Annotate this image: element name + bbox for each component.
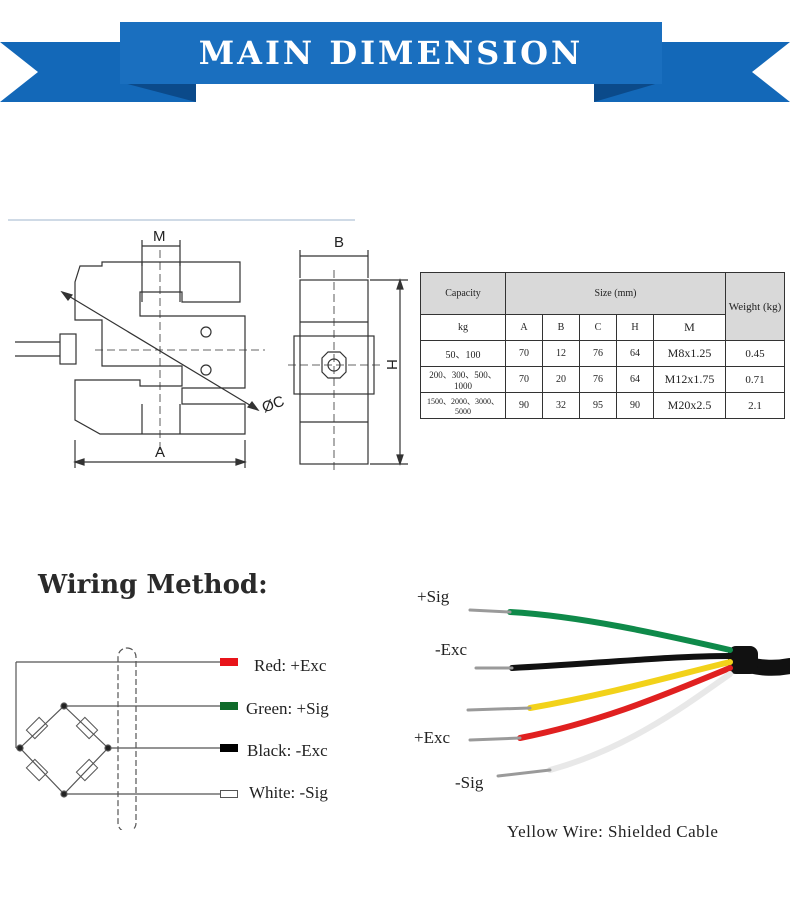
bridge-circuit bbox=[15, 647, 220, 833]
dimension-h-label: H bbox=[382, 359, 400, 370]
column-header-m: M bbox=[653, 314, 726, 341]
table-cell-capacity: 1500、2000、3000、5000 bbox=[420, 392, 506, 419]
table-cell: 90 bbox=[505, 392, 543, 419]
cable-wires-drawing bbox=[466, 608, 790, 778]
dimension-m-label: M bbox=[153, 228, 166, 245]
table-cell: 95 bbox=[579, 392, 617, 419]
white-wire-swatch bbox=[220, 790, 238, 798]
table-cell: 64 bbox=[616, 340, 654, 367]
shielded-cable-note: Yellow Wire: Shielded Cable bbox=[507, 822, 719, 841]
red-wire-label: Red: +Exc bbox=[254, 656, 327, 675]
black-wire-swatch bbox=[220, 744, 238, 752]
table-cell: 64 bbox=[616, 366, 654, 393]
wiring-method-heading: Wiring Method: bbox=[38, 570, 268, 600]
title-banner: MAIN DIMENSION bbox=[0, 0, 790, 110]
table-cell: 70 bbox=[505, 366, 543, 393]
table-cell: 90 bbox=[616, 392, 654, 419]
cable-label-minus-sig: -Sig bbox=[455, 773, 484, 792]
page-title: MAIN DIMENSION bbox=[120, 24, 662, 82]
size-header: Size (mm) bbox=[505, 272, 726, 315]
table-cell: 32 bbox=[542, 392, 580, 419]
column-header-h: H bbox=[616, 314, 654, 341]
table-cell: M20x2.5 bbox=[653, 392, 726, 419]
black-wire-label: Black: -Exc bbox=[247, 741, 328, 760]
cable-label-plus-exc: +Exc bbox=[414, 728, 451, 747]
column-header-b: B bbox=[542, 314, 580, 341]
table-cell: M12x1.75 bbox=[653, 366, 726, 393]
table-cell: M8x1.25 bbox=[653, 340, 726, 367]
capacity-header: Capacity bbox=[420, 272, 506, 315]
capacity-unit: kg bbox=[420, 314, 506, 341]
green-wire-swatch bbox=[220, 702, 238, 710]
table-cell: 76 bbox=[579, 366, 617, 393]
table-row: 50、100 70 12 76 64 M8x1.25 0.45 bbox=[420, 340, 785, 367]
s-type-load-cell-drawing bbox=[8, 219, 408, 472]
table-cell: 76 bbox=[579, 340, 617, 367]
table-cell: 20 bbox=[542, 366, 580, 393]
table-cell-weight: 0.45 bbox=[725, 340, 785, 367]
table-cell: 70 bbox=[505, 340, 543, 367]
column-header-a: A bbox=[505, 314, 543, 341]
table-row: 200、300、500、1000 70 20 76 64 M12x1.75 0.… bbox=[420, 366, 785, 393]
specification-table: Capacity Size (mm) Weight (kg) kg A B C … bbox=[420, 272, 785, 419]
dimension-drawing: M A B H ØC bbox=[0, 210, 420, 480]
table-cell-capacity: 50、100 bbox=[420, 340, 506, 367]
table-row: 1500、2000、3000、5000 90 32 95 90 M20x2.5 … bbox=[420, 392, 785, 419]
column-header-c: C bbox=[579, 314, 617, 341]
table-cell-weight: 2.1 bbox=[725, 392, 785, 419]
wheatstone-bridge-diagram: Red: +Exc Green: +Sig Black: -Exc White:… bbox=[0, 630, 400, 833]
dimension-b-label: B bbox=[334, 234, 345, 251]
green-wire-label: Green: +Sig bbox=[246, 699, 329, 718]
dimension-a-label: A bbox=[155, 444, 166, 461]
white-wire-label: White: -Sig bbox=[249, 783, 328, 802]
table-cell: 12 bbox=[542, 340, 580, 367]
cable-illustration: +Sig -Exc +Exc -Sig bbox=[400, 570, 790, 820]
table-cell-weight: 0.71 bbox=[725, 366, 785, 393]
cable-label-minus-exc: -Exc bbox=[435, 640, 468, 659]
weight-header: Weight (kg) bbox=[725, 272, 785, 341]
red-wire-swatch bbox=[220, 658, 238, 666]
table-cell-capacity: 200、300、500、1000 bbox=[420, 366, 506, 393]
cable-label-plus-sig: +Sig bbox=[417, 587, 450, 606]
